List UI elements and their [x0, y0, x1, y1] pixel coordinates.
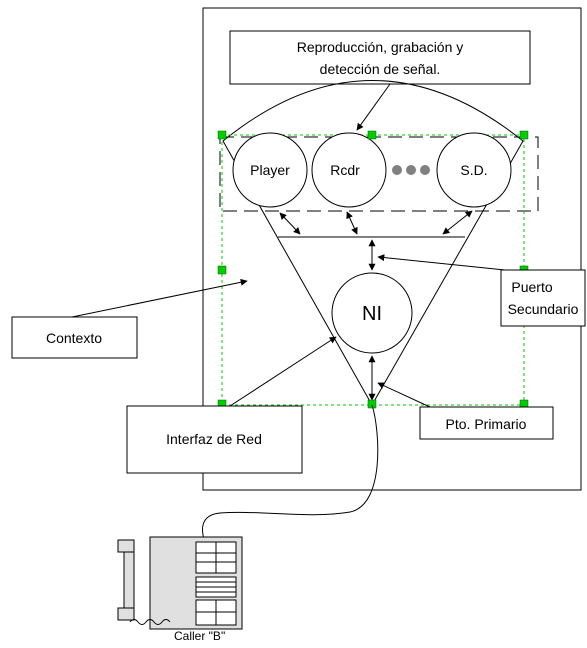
sd-bus-arrow	[442, 210, 473, 235]
callout-top-box	[229, 30, 531, 85]
sd-circle[interactable]	[436, 132, 512, 208]
puerto-secundario-line2: Secundario	[508, 301, 579, 317]
phone-cord	[202, 404, 379, 546]
interfaz-pointer	[229, 336, 337, 407]
pto-primario-pointer	[377, 382, 431, 408]
phone-handset-cord	[129, 619, 171, 625]
rcdr-label: Rcdr	[330, 162, 360, 178]
puerto-secundario-line1: Puerto	[511, 279, 552, 295]
selection-handle[interactable]	[519, 130, 529, 140]
player-bus-arrow	[279, 212, 301, 235]
caller-label: Caller "B"	[174, 629, 225, 643]
callout-top-line1: Reproducción, grabación y	[297, 39, 464, 55]
callout-top-pointer	[356, 83, 391, 131]
ellipsis-dot	[406, 165, 416, 175]
player-circle[interactable]	[232, 132, 308, 208]
ellipsis-dot	[392, 165, 402, 175]
interfaz-label: Interfaz de Red	[166, 431, 262, 447]
selection-handle[interactable]	[217, 130, 227, 140]
rcdr-bus-arrow	[346, 211, 358, 235]
ellipsis-dot	[420, 165, 430, 175]
selection-handle[interactable]	[217, 265, 227, 275]
pto-primario-label: Pto. Primario	[446, 416, 527, 432]
selection-handle[interactable]	[367, 399, 377, 409]
contexto-box	[11, 316, 138, 359]
interfaz-box	[126, 405, 303, 474]
ni-circle[interactable]	[331, 272, 413, 354]
ni-label: NI	[362, 303, 382, 325]
player-label: Player	[250, 162, 290, 178]
puerto-secundario-box	[500, 269, 586, 327]
telephone-icon	[117, 536, 243, 630]
callout-top-line2: detección de señal.	[320, 61, 441, 77]
contexto-label: Contexto	[46, 330, 102, 346]
cone-shape	[222, 80, 524, 407]
sd-label: S.D.	[460, 162, 487, 178]
resource-group-box	[219, 136, 539, 212]
rcdr-circle[interactable]	[311, 132, 387, 208]
pto-primario-box	[419, 406, 554, 440]
selection-handle[interactable]	[367, 130, 377, 140]
contexto-pointer	[71, 278, 248, 318]
puerto-secundario-pointer	[377, 254, 506, 271]
